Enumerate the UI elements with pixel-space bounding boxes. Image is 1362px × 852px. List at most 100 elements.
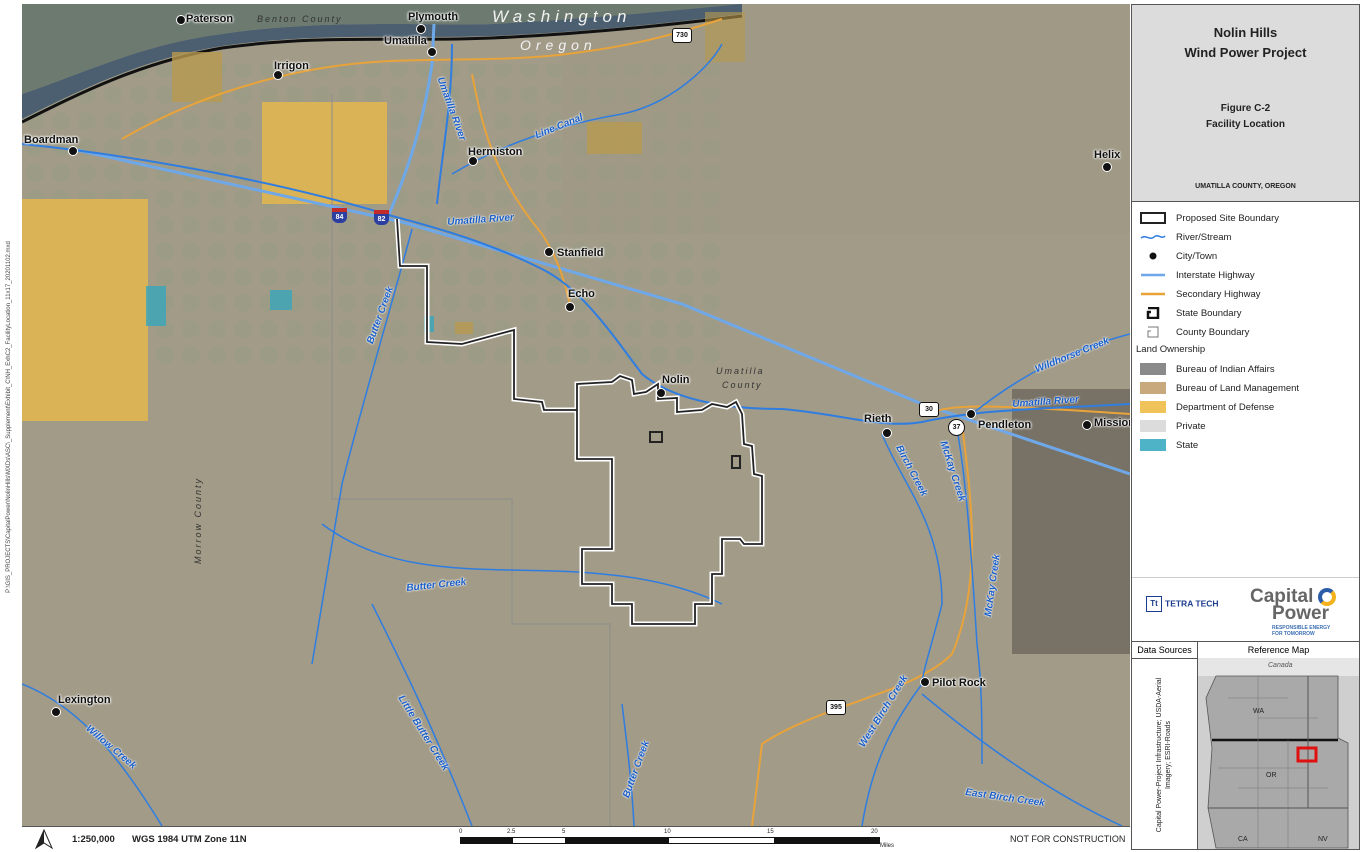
city-lexington[interactable]: Lexington	[58, 694, 111, 706]
line-canal	[451, 43, 723, 175]
legend-item: Bureau of Land Management	[1136, 379, 1356, 398]
city-irrigon[interactable]: Irrigon	[274, 60, 309, 72]
file-path-text: P:\GIS_PROJECTS\CapitalPower\NolinHills\…	[6, 241, 12, 593]
ref-label-nv: NV	[1318, 836, 1328, 843]
city-pendleton[interactable]: Pendleton	[978, 419, 1032, 431]
butter-creek-south	[621, 703, 635, 826]
city-dot	[966, 409, 976, 419]
capital-power-tagline2: FOR TOMORROW	[1272, 631, 1315, 637]
blm-patch	[455, 322, 473, 334]
ref-label-ca: CA	[1238, 836, 1248, 843]
west-birch-creek	[861, 683, 923, 826]
city-stanfield[interactable]: Stanfield	[557, 247, 604, 259]
or-37-shield: 37	[948, 419, 965, 436]
butter-creek-north	[311, 228, 413, 665]
state-swatch-icon	[1140, 439, 1166, 451]
construction-note: NOT FOR CONSTRUCTION	[1010, 834, 1126, 844]
reference-map-graphic	[1198, 658, 1359, 849]
birch-creek	[881, 433, 943, 685]
city-mission[interactable]: Mission	[1094, 417, 1130, 429]
project-location-marker	[1296, 746, 1318, 763]
legend-item: City/Town	[1136, 247, 1356, 266]
scale-tick: 10	[664, 829, 671, 835]
state-boundary-line	[22, 14, 743, 124]
city-dot	[273, 70, 283, 80]
terrain-north	[562, 4, 1130, 234]
city-rieth[interactable]: Rieth	[864, 413, 892, 425]
site-boundary-icon	[1140, 212, 1166, 224]
figure-title: Facility Location	[1206, 119, 1285, 130]
data-sources-heading: Data Sources	[1132, 641, 1198, 659]
city-helix[interactable]: Helix	[1094, 149, 1121, 161]
county-boundary-line	[331, 94, 611, 826]
secondary-line-icon	[1141, 292, 1165, 296]
map-sidebar: Nolin Hills Wind Power Project Figure C-…	[1131, 4, 1360, 850]
blm-patch	[172, 52, 222, 102]
ref-label-canada: Canada	[1268, 662, 1293, 669]
legend-item: Private	[1136, 417, 1356, 436]
us-730-shield: 730	[672, 28, 692, 43]
city-plymouth[interactable]: Plymouth	[408, 11, 459, 23]
map-projection: WGS 1984 UTM Zone 11N	[132, 834, 247, 845]
project-title-line2: Wind Power Project	[1184, 45, 1307, 60]
city-dot	[51, 707, 61, 717]
oregon-label: Oregon	[520, 37, 597, 53]
city-dot	[565, 302, 575, 312]
scale-tick: 15	[767, 829, 774, 835]
benton-county-label: Benton County	[257, 14, 343, 24]
city-umatilla[interactable]: Umatilla	[384, 35, 427, 47]
dod-area-west	[22, 199, 148, 421]
city-hermiston[interactable]: Hermiston	[468, 146, 523, 158]
city-dot	[1082, 420, 1092, 430]
interstate-line-icon	[1141, 273, 1165, 277]
city-nolin[interactable]: Nolin	[662, 374, 690, 386]
umatilla-river	[22, 143, 1130, 425]
willow-creek	[22, 683, 163, 826]
city-dot	[416, 24, 426, 34]
city-echo[interactable]: Echo	[568, 288, 595, 300]
legend-item: Department of Defense	[1136, 398, 1356, 417]
city-dot	[544, 247, 554, 257]
site-boundary	[396, 218, 763, 625]
capital-power-tagline1: RESPONSIBLE ENERGY	[1272, 625, 1331, 631]
legend-item: Secondary Highway	[1136, 285, 1356, 304]
site-boundary-parcel	[731, 455, 741, 469]
ref-label-or: OR	[1266, 772, 1277, 779]
city-pilot-rock[interactable]: Pilot Rock	[932, 677, 986, 689]
interstate-84-shield: 84	[332, 208, 347, 223]
land-ownership-heading: Land Ownership	[1136, 344, 1206, 355]
scale-tick: 5	[562, 829, 566, 835]
map-canvas[interactable]: Benton County Washington Oregon Umatilla…	[22, 4, 1130, 826]
legend-item: State	[1136, 436, 1356, 455]
tetra-tech-icon: Tt	[1146, 596, 1162, 612]
state-patch	[146, 286, 166, 326]
wildhorse-creek	[971, 333, 1130, 415]
private-swatch-icon	[1140, 420, 1166, 432]
city-paterson[interactable]: Paterson	[186, 13, 234, 25]
reference-map-heading: Reference Map	[1198, 641, 1359, 659]
interstate-82	[385, 23, 436, 220]
legend-item: Interstate Highway	[1136, 266, 1356, 285]
city-dot	[656, 388, 666, 398]
city-dot	[176, 15, 186, 25]
city-boardman[interactable]: Boardman	[24, 134, 79, 146]
city-dot-icon	[1149, 252, 1157, 260]
title-block: Nolin Hills Wind Power Project Figure C-…	[1132, 5, 1359, 202]
bia-swatch-icon	[1140, 363, 1166, 375]
blm-patch	[587, 122, 642, 154]
umatilla-county-label-2: County	[722, 380, 763, 390]
north-arrow-icon	[35, 829, 53, 849]
interstate-84	[71, 147, 1130, 476]
east-birch-creek	[921, 693, 1123, 826]
city-dot	[468, 156, 478, 166]
washington-land	[22, 4, 742, 94]
us-30-shield: 30	[919, 402, 939, 417]
interstate-82-shield: 82	[374, 210, 389, 225]
scale-tick: 2.5	[507, 829, 516, 835]
columbia-river	[22, 4, 742, 119]
county-boundary-icon	[1147, 326, 1159, 338]
data-sources-body: Capital Power-Project Infrastructure; US…	[1132, 658, 1198, 849]
data-sources-text: Capital Power-Project Infrastructure; US…	[1156, 677, 1172, 833]
scale-bar	[460, 837, 880, 844]
